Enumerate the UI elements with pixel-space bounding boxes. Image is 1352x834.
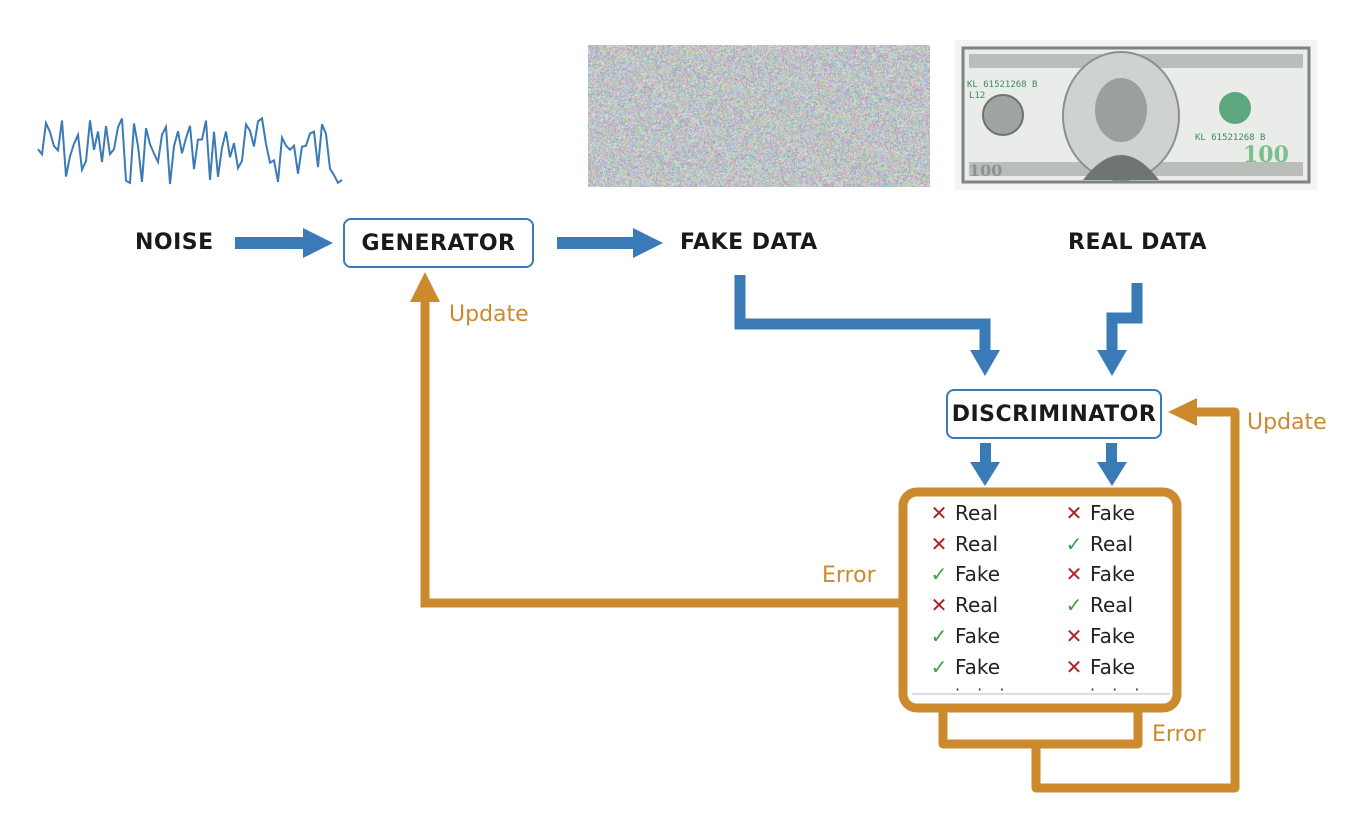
arrow-generator-to-fake-data: [557, 228, 663, 258]
result-row-left: ✓ Fake: [927, 623, 1001, 648]
results-frame-stack-1: [938, 712, 1143, 749]
result-label: Fake: [1090, 623, 1136, 648]
result-row-left: ✓ Fake: [927, 654, 1001, 679]
arrow-fake-data-to-discriminator: [734, 275, 1000, 376]
result-row-left: ✕ Real: [927, 501, 999, 525]
check-icon: ✓: [1065, 593, 1083, 618]
real-data-label: REAL DATA: [1068, 230, 1208, 255]
result-label: Fake: [1090, 562, 1136, 587]
generator-error-label: Error: [822, 563, 876, 588]
discriminator-error-label: Error: [1152, 722, 1206, 747]
generator-label: GENERATOR: [361, 230, 516, 256]
result-label: Fake: [1090, 501, 1136, 525]
result-row-right: ✕ Fake: [1062, 623, 1136, 648]
arrow-discriminator-output-left: [970, 443, 1000, 486]
cross-icon: ✕: [1065, 623, 1083, 648]
bill-sub: L12: [969, 91, 985, 101]
generator-update-label: Update: [449, 302, 529, 327]
result-label: Real: [1090, 593, 1134, 618]
ellipsis: · · ·: [955, 680, 1011, 699]
cross-icon: ✕: [930, 531, 948, 556]
bill-denomination: 100: [1243, 142, 1289, 168]
result-row-right: ✕ Fake: [1062, 501, 1136, 525]
result-row-left: ✕ Real: [927, 593, 999, 618]
arrow-noise-to-generator: [235, 228, 333, 258]
bill-denomination-corner: 100: [969, 161, 1002, 180]
ellipsis: · · ·: [1090, 680, 1146, 699]
noise-label: NOISE: [135, 230, 214, 255]
result-row-left: ✕ Real: [927, 531, 999, 556]
check-icon: ✓: [930, 562, 948, 587]
result-label: Real: [955, 501, 999, 525]
cross-icon: ✕: [1065, 501, 1083, 525]
result-row-right: ✕ Fake: [1062, 562, 1136, 587]
fake-data-image: [588, 45, 930, 187]
real-data-image: KL 61521268 B L12 KL 61521268 B 100 100: [955, 40, 1317, 190]
cross-icon: ✕: [930, 501, 948, 525]
result-row-right: ✓ Real: [1062, 531, 1134, 556]
generator-node[interactable]: GENERATOR: [343, 218, 534, 268]
bill-serial-left: KL 61521268 B: [967, 80, 1037, 90]
discriminator-label: DISCRIMINATOR: [951, 401, 1157, 427]
fake-data-label: FAKE DATA: [680, 230, 818, 255]
arrow-real-data-to-discriminator: [1097, 283, 1143, 376]
results-frame: [898, 487, 1182, 713]
result-label: Fake: [1090, 654, 1136, 679]
cross-icon: ✕: [930, 593, 948, 618]
result-row-right: ✕ Fake: [1062, 654, 1136, 679]
discriminator-feedback-loop: [1031, 398, 1240, 793]
cross-icon: ✕: [1065, 654, 1083, 679]
discriminator-node[interactable]: DISCRIMINATOR: [946, 389, 1162, 439]
noise-waveform: [37, 116, 343, 185]
result-label: Fake: [955, 623, 1001, 648]
result-label: Fake: [955, 654, 1001, 679]
arrow-discriminator-output-right: [1097, 443, 1127, 486]
result-label: Fake: [955, 562, 1001, 587]
result-label: Real: [1090, 531, 1134, 556]
result-label: Real: [955, 593, 999, 618]
result-row-right: ✓ Real: [1062, 593, 1134, 618]
cross-icon: ✕: [1065, 562, 1083, 587]
check-icon: ✓: [930, 654, 948, 679]
check-icon: ✓: [930, 623, 948, 648]
result-row-left: ✓ Fake: [927, 562, 1001, 587]
generator-feedback-loop: [410, 272, 900, 608]
result-label: Real: [955, 531, 999, 556]
bill-serial-right: KL 61521268 B: [1195, 133, 1265, 143]
check-icon: ✓: [1065, 531, 1083, 556]
discriminator-update-label: Update: [1247, 410, 1327, 435]
